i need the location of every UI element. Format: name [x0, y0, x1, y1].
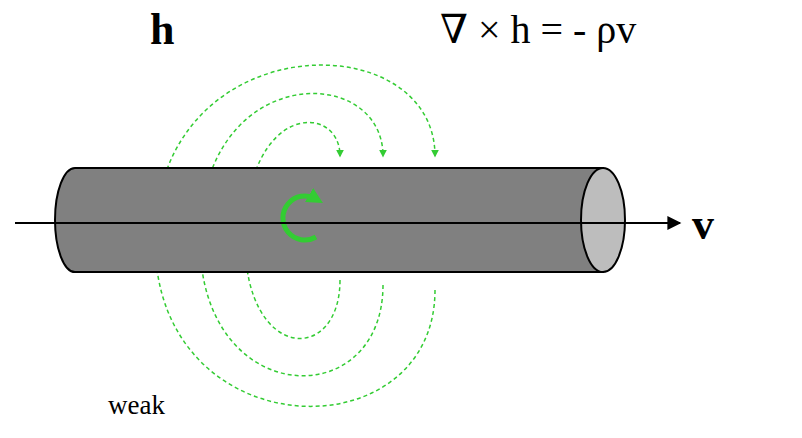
velocity-symbol: v: [692, 203, 714, 247]
circulation-arrow: [283, 196, 316, 240]
cylinder: [55, 168, 625, 272]
velocity-arrow: [15, 222, 680, 224]
field-symbol: h: [150, 8, 174, 52]
strength-note: weak: [108, 392, 165, 419]
curl-equation: ∇ × h = - ρv: [440, 10, 636, 50]
